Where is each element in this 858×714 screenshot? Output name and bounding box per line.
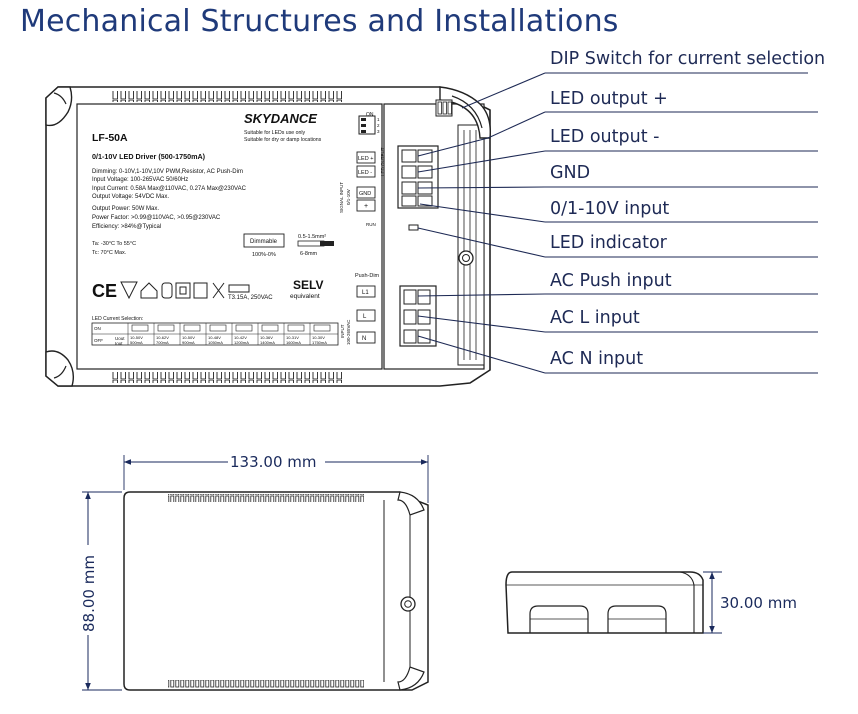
spec-line-2: Input Voltage: 100-265VAC 50/60Hz [92,177,188,183]
dip-switch-diagram [313,324,331,332]
dip-number-2: 2 [377,123,380,128]
uout-cell: 10-50V [182,335,195,340]
page-title: Mechanical Structures and Installations [20,4,619,39]
uout-cell: 10-31V [286,335,299,340]
signal-input-label: SIGNAL INPUT [339,182,344,213]
led-plus-label: LED + [358,156,373,162]
width-value: 88.00 mm [80,555,98,632]
selv-mark: SELV [293,278,323,292]
driver-bottom-view [123,491,429,691]
fuse-rating: T3.15A, 250VAC [228,295,273,301]
current-selection-table: ON OFF Uout Iout 10-50V500mA10-62V700mA1… [91,322,339,346]
l-label: L [363,314,367,320]
led-output-label: LED OUTPUT [380,147,385,176]
callout-leaders [417,72,818,374]
dip-on-label: ON [366,112,374,118]
input-range-label: 100-265VAC [346,319,351,345]
spec-line-6: Power Factor: >0.99@110VAC, >0.95@230VAC [92,215,221,221]
model-label: LF-50A [92,132,128,144]
height-value: 30.00 mm [720,594,797,612]
dip-switch-diagram [209,324,227,332]
ce-mark: CE [92,281,117,301]
iout-cell: 1750mA [312,340,327,345]
input-label: INPUT [340,324,345,338]
push-dim-label: Push-Dim [355,273,380,279]
iout-cell: 1400mA [260,340,275,345]
n-label: N [362,336,366,342]
run-label: RUN [366,222,376,227]
iout-cell: 700mA [156,340,169,345]
callout-led-output-plus: LED output + [550,89,668,109]
uout-cell: 10-50V [130,335,143,340]
dip-switch-diagram [287,324,305,332]
uout-cell: 10-48V [208,335,221,340]
iout-cell: 1600mA [286,340,301,345]
suitability-line-2: Suitable for dry or damp locations [244,137,322,143]
height-dimension: 30.00 mm [703,571,797,634]
wire-gauge: 0.5-1.5mm² [298,234,326,240]
dip-switch-diagram [183,324,201,332]
gnd-label: GND [359,191,371,197]
iout-cell: 1200mA [234,340,249,345]
callout-led-indicator: LED indicator [550,233,667,253]
table-uout-label: Uout [115,336,125,341]
uout-cell: 10-42V [234,335,247,340]
callout-ac-n-input: AC N input [550,349,644,369]
ambient-temperature: Ta: -30°C To 55°C [92,241,136,247]
dip-switch-diagram [131,324,149,332]
driver-top-view: LF-50A SKYDANCE Suitable for LEDs use on… [45,86,491,387]
iout-cell: 500mA [130,340,143,345]
dimmable-badge: Dimmable [250,239,278,245]
dip-number-1: 1 [377,117,380,122]
spec-line-3: Input Current: 0.58A Max@110VAC, 0.27A M… [92,186,247,192]
table-iout-label: Iout [115,341,123,346]
callout-gnd: GND [550,163,591,183]
strip-length: 6-8mm [300,251,318,257]
spec-line-4: Output Voltage: 54VDC Max. [92,194,169,200]
spec-line-1: Dimming: 0-10V,1-10V,10V PWM,Resistor, A… [92,169,243,175]
certification-icons [120,281,250,300]
table-on-label: ON [94,326,101,331]
signal-range-label: 0/1-10V [346,189,351,205]
selv-equivalent: equivalent [290,293,320,300]
spec-line-5: Output Power: 50W Max. [92,206,159,212]
l1-label: L1 [362,290,369,296]
callout-signal-input: 0/1-10V input [550,199,670,219]
length-value: 133.00 mm [230,453,316,471]
dip-switch-diagram [157,324,175,332]
dip-switch-diagram [261,324,279,332]
uout-cell: 10-36V [260,335,273,340]
iout-cell: 1050mA [208,340,223,345]
table-off-label: OFF [94,338,103,343]
driver-side-view [505,571,704,634]
spec-line-7: Efficiency: >84%@Typical [92,224,161,230]
width-dimension: 88.00 mm [80,491,122,691]
current-selection-title: LED Current Selection: [92,316,143,322]
suitability-line-1: Suitable for LEDs use only [244,130,306,136]
length-dimension: 133.00 mm [123,453,429,503]
brand-logo: SKYDANCE [244,111,317,126]
callout-dip-switch: DIP Switch for current selection [550,49,826,69]
uout-cell: 10-30V [312,335,325,340]
led-minus-label: LED - [358,170,372,176]
callout-led-output-minus: LED output - [550,127,660,147]
dimmable-range: 100%-0% [252,252,276,258]
case-temperature: Tc: 70°C Max. [92,250,127,256]
callout-ac-l-input: AC L input [550,308,640,328]
dip-switch-diagram [235,324,253,332]
plus-label: + [364,203,368,210]
uout-cell: 10-62V [156,335,169,340]
iout-cell: 900mA [182,340,195,345]
callout-ac-push-input: AC Push input [550,271,672,291]
dip-number-3: 3 [377,129,380,134]
driver-heading: 0/1-10V LED Driver (500-1750mA) [92,152,206,161]
